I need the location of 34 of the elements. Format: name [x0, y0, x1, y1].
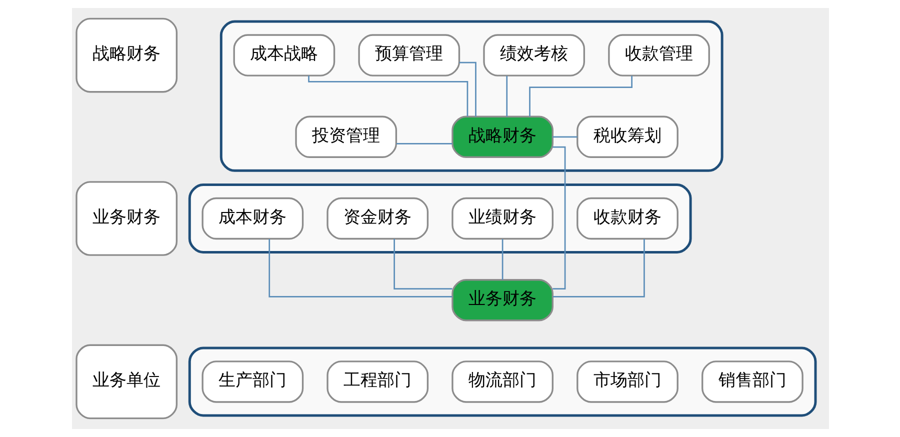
node-box: 战略财务: [75, 18, 178, 93]
node-box: 预算管理: [358, 34, 460, 76]
node-box: 战略财务: [451, 116, 553, 158]
connector: [501, 239, 503, 280]
connector: [268, 239, 452, 298]
cluster: [188, 346, 816, 417]
node-box: 销售部门: [701, 360, 803, 403]
connector: [552, 146, 566, 290]
node-box: 投资管理: [294, 116, 397, 158]
node-box: 工程部门: [326, 360, 428, 403]
connector: [396, 142, 452, 144]
node-box: 资金财务: [326, 197, 428, 240]
node-box: 成本财务: [201, 197, 304, 240]
connector: [393, 238, 452, 290]
cluster: [219, 20, 723, 172]
node-box: 市场部门: [576, 360, 678, 403]
connector: [552, 136, 577, 138]
cluster: [188, 184, 692, 254]
node-box: 业务财务: [75, 181, 178, 256]
node-box: 收款管理: [608, 34, 710, 76]
node-box: 税收筹划: [576, 116, 678, 158]
node-box: 物流部门: [451, 360, 553, 403]
connector: [528, 76, 632, 116]
connector: [552, 239, 644, 298]
node-box: 成本战略: [232, 34, 335, 76]
node-box: 收款财务: [576, 197, 678, 240]
node-box: 绩效考核: [482, 34, 585, 76]
node-box: 生产部门: [201, 360, 304, 403]
connector: [506, 76, 508, 117]
node-box: 业务财务: [451, 279, 553, 322]
node-box: 业绩财务: [451, 197, 553, 240]
connector: [308, 76, 468, 116]
node-box: 业务单位: [75, 344, 178, 420]
connector: [458, 62, 476, 117]
